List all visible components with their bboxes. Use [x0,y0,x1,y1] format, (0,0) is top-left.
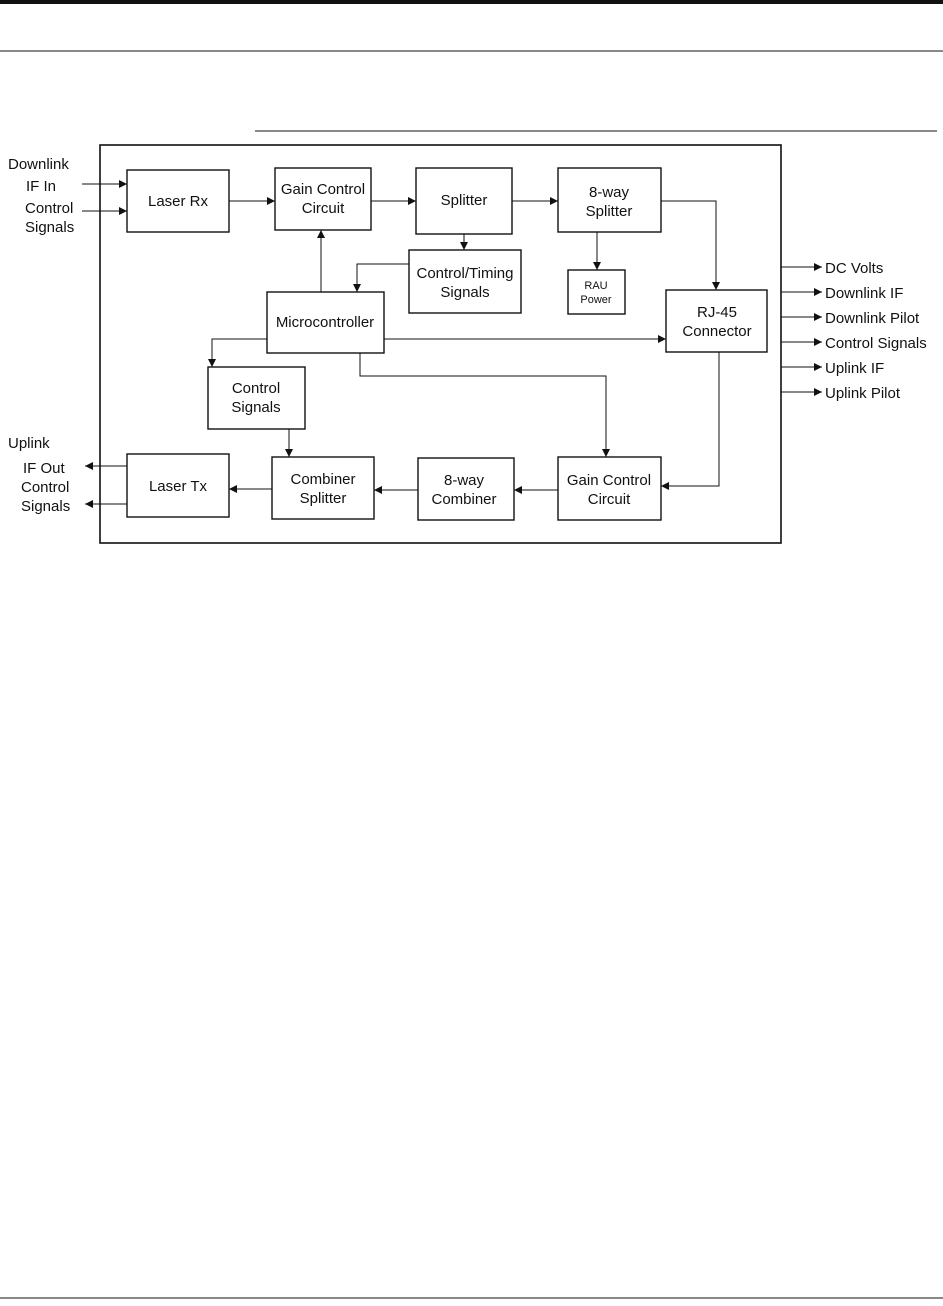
eight-way-splitter-label-1: 8-way [589,184,630,201]
laser-rx-label: Laser Rx [148,193,209,210]
control-timing-label-1: Control/Timing [417,265,514,282]
gain-control-top-label-1: Gain Control [281,181,365,198]
gain-control-bottom-label-1: Gain Control [567,472,651,489]
control-timing-label-2: Signals [440,284,489,301]
arrow-8way-to-rj45 [661,200,720,290]
arrow-micro-to-gain-bottom [359,353,610,457]
connections [82,180,822,508]
laser-tx-block: Laser Tx [126,453,230,518]
combiner-splitter-label-1: Combiner [290,471,355,488]
left-label-if-out: IF Out [23,460,66,477]
eight-way-combiner-label-1: 8-way [444,472,485,489]
right-label-downlink-if: Downlink IF [825,285,903,302]
header-rule-thick [0,0,943,4]
eight-way-combiner-block: 8-way Combiner [417,457,515,521]
eight-way-splitter-block: 8-way Splitter [557,167,662,233]
left-label-downlink: Downlink [8,156,69,173]
gain-control-top-label-2: Circuit [302,200,345,217]
eight-way-splitter-label-2: Splitter [586,203,633,220]
right-label-uplink-if: Uplink IF [825,360,884,377]
left-label-if-in: IF In [26,178,56,195]
gain-control-bottom-label-2: Circuit [588,491,631,508]
rau-power-block: RAU Power [567,269,626,315]
control-timing-block: Control/Timing Signals [408,249,522,314]
left-label-uplink: Uplink [8,435,50,452]
arrow-timing-to-micro [353,263,409,292]
combiner-splitter-block: Combiner Splitter [271,456,375,520]
laser-tx-label: Laser Tx [149,478,208,495]
right-label-uplink-pilot: Uplink Pilot [825,385,901,402]
left-label-control-out: Control [21,479,69,496]
right-label-control-signals: Control Signals [825,335,927,352]
splitter-block: Splitter [415,167,513,235]
eight-way-combiner-label-2: Combiner [431,491,496,508]
microcontroller-block: Microcontroller [266,291,385,354]
arrow-micro-to-control [208,338,267,367]
rj45-label-1: RJ-45 [697,304,737,321]
rj45-label-2: Connector [682,323,751,340]
splitter-label: Splitter [441,192,488,209]
control-signals-label-1: Control [232,380,280,397]
control-signals-block: Control Signals [207,366,306,430]
microcontroller-label: Microcontroller [276,314,374,331]
left-label-control: Control [25,200,73,217]
right-label-downlink-pilot: Downlink Pilot [825,310,920,327]
rau-power-label-2: Power [580,294,612,306]
laser-rx-block: Laser Rx [126,169,230,233]
left-label-signals: Signals [25,219,74,236]
rau-power-label-1: RAU [584,280,607,292]
gain-control-top-block: Gain Control Circuit [274,167,372,231]
unit-enclosure [99,144,782,544]
left-label-signals-out: Signals [21,498,70,515]
combiner-splitter-label-2: Splitter [300,490,347,507]
control-signals-label-2: Signals [231,399,280,416]
gain-control-bottom-block: Gain Control Circuit [557,456,662,521]
rj45-connector-block: RJ-45 Connector [665,289,768,353]
right-label-dc-volts: DC Volts [825,260,883,277]
arrow-rj45-to-gain-bottom [661,352,720,490]
